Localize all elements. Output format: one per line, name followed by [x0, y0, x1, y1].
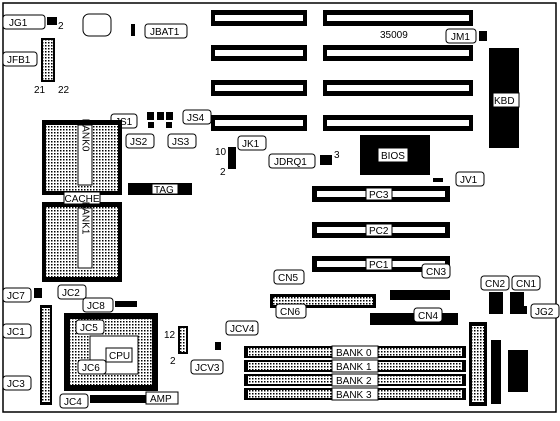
- svg-text:CN4: CN4: [418, 311, 438, 322]
- svg-text:JS4: JS4: [187, 113, 205, 124]
- svg-text:JC6: JC6: [82, 363, 100, 374]
- svg-text:JC8: JC8: [87, 301, 105, 312]
- cn3-cn4-connectors: CN3 CN4: [370, 263, 458, 325]
- svg-text:10: 10: [215, 147, 227, 158]
- svg-text:BANK1: BANK1: [80, 202, 91, 235]
- svg-text:22: 22: [58, 85, 70, 96]
- svg-text:3: 3: [334, 150, 340, 161]
- tag-chip: TAG: [128, 183, 192, 196]
- svg-text:AMP: AMP: [150, 394, 172, 405]
- pci-slots: PC3 PC2 PC1: [312, 186, 450, 272]
- svg-text:BANK0: BANK0: [80, 119, 91, 152]
- svg-text:TAG: TAG: [154, 185, 174, 196]
- svg-text:JC7: JC7: [7, 291, 25, 302]
- svg-text:JBAT1: JBAT1: [150, 27, 180, 38]
- jcv3-jcv4: 12 2 JCV3 JCV4: [164, 320, 259, 375]
- power-io-block: [469, 322, 528, 406]
- svg-text:2: 2: [58, 21, 64, 32]
- svg-text:JS2: JS2: [130, 137, 148, 148]
- svg-text:JG2: JG2: [535, 307, 554, 318]
- simm-banks: BANK 0 BANK 1 BANK 2 BANK 3: [244, 345, 466, 401]
- svg-text:JDRQ1: JDRQ1: [274, 157, 307, 168]
- svg-text:BANK 1: BANK 1: [336, 362, 372, 373]
- svg-text:BIOS: BIOS: [381, 151, 405, 162]
- svg-text:2: 2: [220, 167, 226, 178]
- svg-text:JC2: JC2: [62, 288, 80, 299]
- svg-text:JM1: JM1: [451, 32, 470, 43]
- svg-text:JC5: JC5: [80, 323, 98, 334]
- jg1-jumper: JG1 2: [2, 14, 64, 32]
- svg-text:JCV3: JCV3: [195, 363, 220, 374]
- jdrq1-jumper: JDRQ1 3: [268, 150, 340, 169]
- svg-text:JC1: JC1: [7, 327, 25, 338]
- jc7-jc2-jc8: JC7 JC2 JC8: [2, 284, 137, 313]
- svg-text:JS3: JS3: [172, 137, 190, 148]
- svg-text:21: 21: [34, 85, 46, 96]
- svg-text:BANK 3: BANK 3: [336, 390, 372, 401]
- svg-text:CACHE: CACHE: [64, 194, 99, 205]
- cn1-cn2-connectors: CN2 CN1 JG2: [480, 275, 560, 319]
- svg-text:JS1: JS1: [115, 117, 133, 128]
- isa-slots: [211, 10, 473, 131]
- jk1-header: JK1 10 2: [215, 135, 267, 178]
- svg-text:PC2: PC2: [369, 226, 389, 237]
- jfb1-header: JFB1 21 22: [2, 38, 70, 96]
- jbat1-jumper: JBAT1: [131, 23, 188, 39]
- svg-text:KBD: KBD: [494, 96, 515, 107]
- jm1-jumper: JM1: [445, 28, 487, 44]
- svg-text:PC3: PC3: [369, 190, 389, 201]
- cache-bank: BANK0 CACHE BANK1: [42, 119, 122, 282]
- svg-text:JC4: JC4: [64, 397, 82, 408]
- svg-text:CN5: CN5: [278, 273, 298, 284]
- svg-text:JC3: JC3: [7, 379, 25, 390]
- svg-text:JFB1: JFB1: [7, 55, 31, 66]
- svg-text:CN6: CN6: [280, 307, 300, 318]
- svg-text:BANK 0: BANK 0: [336, 348, 372, 359]
- board-code: 35009: [380, 30, 408, 41]
- svg-text:CN3: CN3: [426, 267, 446, 278]
- svg-text:BANK 2: BANK 2: [336, 376, 372, 387]
- svg-text:JG1: JG1: [9, 18, 28, 29]
- cn5-cn6-connectors: CN5 CN6: [270, 269, 376, 319]
- kbd-connector: KBD: [489, 48, 520, 148]
- svg-text:12: 12: [164, 330, 176, 341]
- cpu-socket: CPU JC5 JC6 JC4 AMP: [59, 313, 179, 409]
- jv1-jumper: JV1: [433, 171, 485, 187]
- svg-text:JV1: JV1: [460, 175, 478, 186]
- bios-chip: BIOS: [360, 135, 430, 175]
- svg-text:PC1: PC1: [369, 260, 389, 271]
- svg-text:JK1: JK1: [242, 139, 260, 150]
- svg-text:JCV4: JCV4: [230, 324, 255, 335]
- svg-text:CN2: CN2: [485, 279, 505, 290]
- svg-text:CN1: CN1: [516, 279, 536, 290]
- svg-text:CPU: CPU: [109, 351, 130, 362]
- battery-outline: [82, 13, 112, 37]
- svg-text:2: 2: [170, 356, 176, 367]
- jc1-jc3: JC1 JC3: [2, 305, 52, 405]
